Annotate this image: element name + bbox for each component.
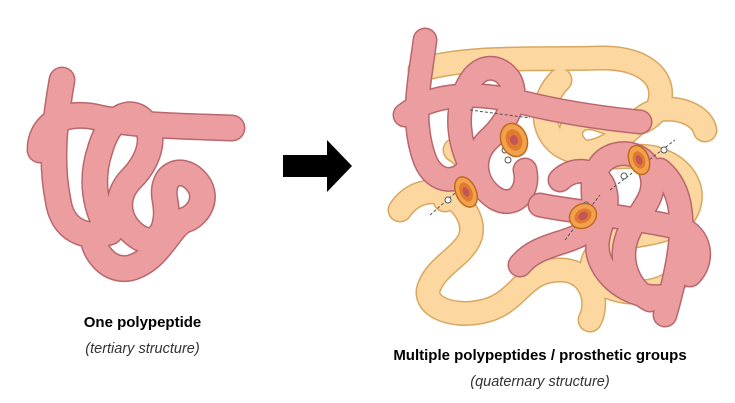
prosthetic-group-3: [568, 202, 598, 230]
prosthetic-group-4: [627, 144, 651, 176]
quaternary-title: Multiple polypeptides / prosthetic group…: [393, 347, 687, 364]
prosthetic-group-2: [453, 176, 479, 208]
tertiary-subtitle: (tertiary structure): [85, 341, 200, 357]
tertiary-polypeptide: [40, 80, 232, 269]
quaternary-subtitle: (quaternary structure): [470, 374, 610, 390]
tertiary-title: One polypeptide: [83, 314, 202, 331]
right-arrow-icon: [283, 140, 352, 192]
pink-polypeptide-2: [520, 154, 699, 315]
prosthetic-group-1: [499, 122, 529, 158]
quaternary-protein: [400, 40, 705, 320]
